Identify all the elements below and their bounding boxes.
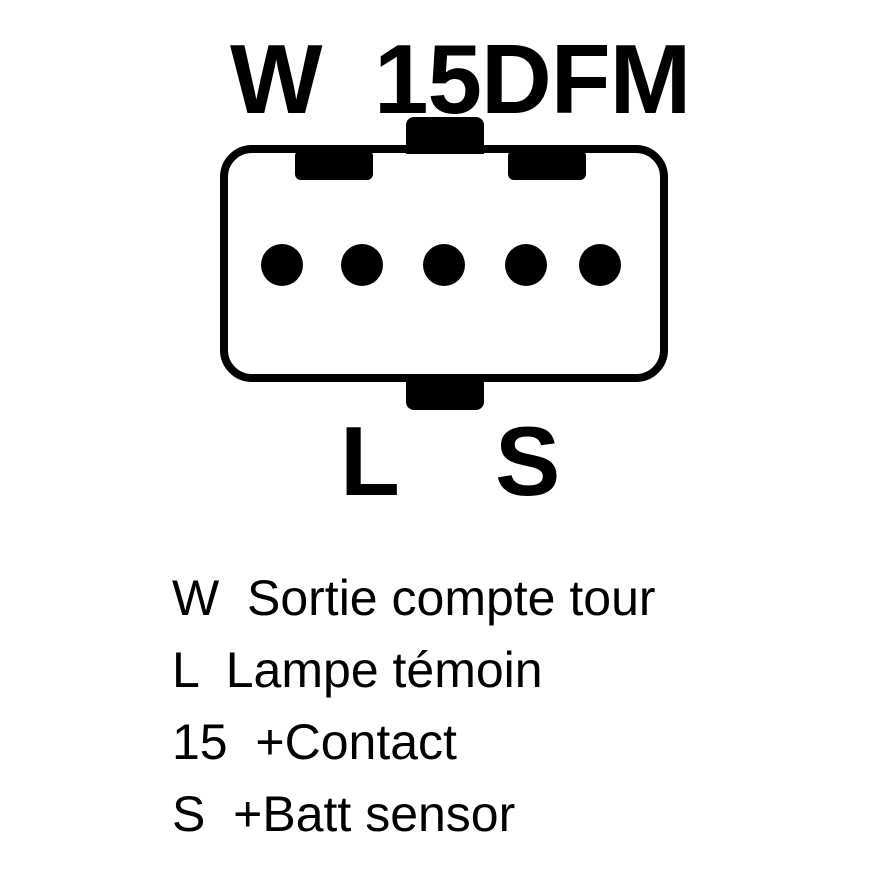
bottom-terminal-label-l: L — [340, 406, 400, 516]
connector-pin — [423, 244, 465, 286]
legend-item: S +Batt sensor — [172, 786, 516, 842]
connector-pin — [261, 244, 303, 286]
top-terminal-labels: W 15DFM — [230, 24, 691, 134]
bottom-key-tab — [406, 376, 484, 410]
bottom-terminal-label-s: S — [495, 406, 560, 516]
connector-pin — [579, 244, 621, 286]
legend: W Sortie compte tour L Lampe témoin 15 +… — [172, 562, 656, 850]
connector-pin — [341, 244, 383, 286]
inner-tab-right — [508, 150, 586, 180]
connector-pin — [505, 244, 547, 286]
legend-item: 15 +Contact — [172, 714, 457, 770]
legend-item: W Sortie compte tour — [172, 570, 656, 626]
legend-item: L Lampe témoin — [172, 642, 543, 698]
top-key-tab — [406, 117, 484, 153]
inner-tab-left — [295, 150, 373, 180]
